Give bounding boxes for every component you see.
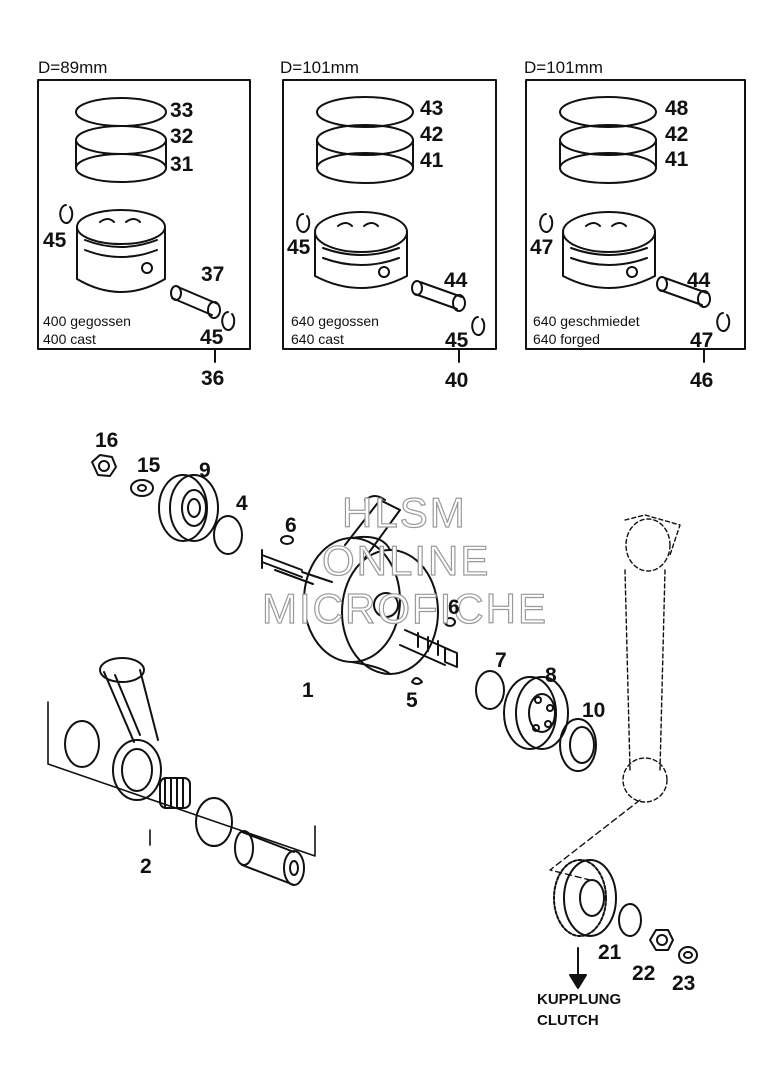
ball-bearing-right [503, 676, 569, 750]
clutch-arrow-head [569, 974, 587, 989]
piston-rings-2 [316, 96, 414, 184]
kit-3-ring-top: 48 [665, 97, 689, 120]
shim-right [475, 670, 505, 710]
conrod-bracket [47, 701, 316, 857]
oil-seal [559, 718, 597, 772]
kit-1-ring-mid: 32 [170, 125, 194, 148]
woodruff-key-right [444, 617, 456, 627]
piston-rings-1 [75, 97, 167, 183]
kit-box-2 [282, 79, 497, 350]
destination-label-en: CLUTCH [537, 1012, 599, 1029]
circlip-1 [59, 204, 74, 224]
kit-1-ring-top: 33 [170, 99, 194, 122]
kit-1-caption-en: 400 cast [43, 331, 96, 347]
ball-bearing-left [158, 474, 219, 542]
piston-pin-3 [656, 276, 711, 308]
kit-2-circlip-b: 45 [445, 329, 469, 352]
kit-1-circlip-b: 45 [200, 326, 224, 349]
callout-shim-right: 7 [495, 649, 507, 672]
piston-pin-2 [411, 280, 466, 312]
callout-conrod: 2 [140, 855, 152, 878]
callout-nut: 16 [95, 429, 119, 452]
callout-key-right: 6 [448, 596, 460, 619]
kit-2-ring-top: 43 [420, 97, 444, 120]
kit-2-diameter: D=101mm [280, 58, 359, 77]
kit-3-assembly-number: 46 [690, 369, 714, 392]
kit-2-ring-bottom: 41 [420, 149, 444, 172]
connecting-rod [99, 657, 162, 801]
kit-3-pin: 44 [687, 269, 711, 292]
kit-3-circlip-b: 47 [690, 329, 714, 352]
crankshaft [261, 495, 458, 675]
callout-key-left: 6 [285, 514, 297, 537]
piston-1 [76, 209, 166, 293]
gear-washer [618, 903, 642, 937]
gear-nut [649, 929, 674, 951]
circlip-2b [471, 316, 486, 336]
kit-1-pin: 37 [201, 263, 225, 286]
kit-3-circlip: 47 [530, 236, 554, 259]
watermark-line-1: HLSM [341, 489, 467, 536]
watermark-line-2: ONLINE [321, 537, 491, 584]
circlip-3b [716, 312, 731, 332]
callout-gear-washer: 23 [672, 972, 696, 995]
piston-2 [314, 211, 408, 289]
callout-key-small: 5 [406, 689, 418, 712]
watermark-line-3: MICROFICHE [261, 585, 548, 632]
kit-1-caption-de: 400 gegossen [43, 313, 131, 329]
piston-rings-3 [559, 96, 657, 184]
kit-2-circlip: 45 [287, 236, 311, 259]
kit-3-caption-en: 640 forged [533, 331, 600, 347]
crank-pin [234, 830, 305, 886]
kit-3-ring-bottom: 41 [665, 148, 689, 171]
kit-2-pin: 44 [444, 269, 468, 292]
callout-seal: 10 [582, 699, 606, 722]
dashed-leader-clutch [549, 799, 641, 881]
kit-2-caption-en: 640 cast [291, 331, 344, 347]
piston-pin-1 [170, 285, 221, 319]
circlip-2 [296, 213, 311, 233]
kit-1-circlip: 45 [43, 229, 67, 252]
kit-3-ring-mid: 42 [665, 123, 689, 146]
kit-2-ring-mid: 42 [420, 123, 444, 146]
destination-label-de: KUPPLUNG [537, 991, 622, 1008]
primary-gear [553, 859, 617, 937]
circlip-3 [539, 213, 554, 233]
nut [91, 454, 117, 477]
thrust-washer-right [195, 797, 233, 847]
kit-3-caption-de: 640 geschmiedet [533, 313, 640, 329]
kit-3-diameter: D=101mm [524, 58, 603, 77]
kit-1-ring-bottom: 31 [170, 153, 194, 176]
ghost-conrod-outline [622, 514, 681, 803]
callout-crankshaft: 1 [302, 679, 314, 702]
callout-bearing-left: 9 [199, 459, 211, 482]
callout-gear: 21 [598, 941, 622, 964]
thrust-washer-left [64, 720, 100, 768]
kit-2-assembly-number: 40 [445, 369, 469, 392]
washer [130, 479, 154, 497]
kit-1-diameter: D=89mm [38, 58, 108, 77]
woodruff-key-left [280, 535, 294, 545]
callout-gear-nut: 22 [632, 962, 656, 985]
needle-bearing [159, 777, 191, 809]
kit-box-1 [37, 79, 251, 350]
kit-1-assembly-number: 36 [201, 367, 225, 390]
kit-box-3 [525, 79, 746, 350]
gear-lock-washer [678, 946, 698, 964]
circlip-1b [221, 311, 236, 331]
callout-shim-left: 4 [236, 492, 248, 515]
callout-washer: 15 [137, 454, 161, 477]
kit-2-caption-de: 640 gegossen [291, 313, 379, 329]
shim-left [213, 515, 243, 555]
piston-3 [562, 211, 656, 289]
woodruff-key-small [411, 677, 423, 685]
callout-bearing-right: 8 [545, 664, 557, 687]
